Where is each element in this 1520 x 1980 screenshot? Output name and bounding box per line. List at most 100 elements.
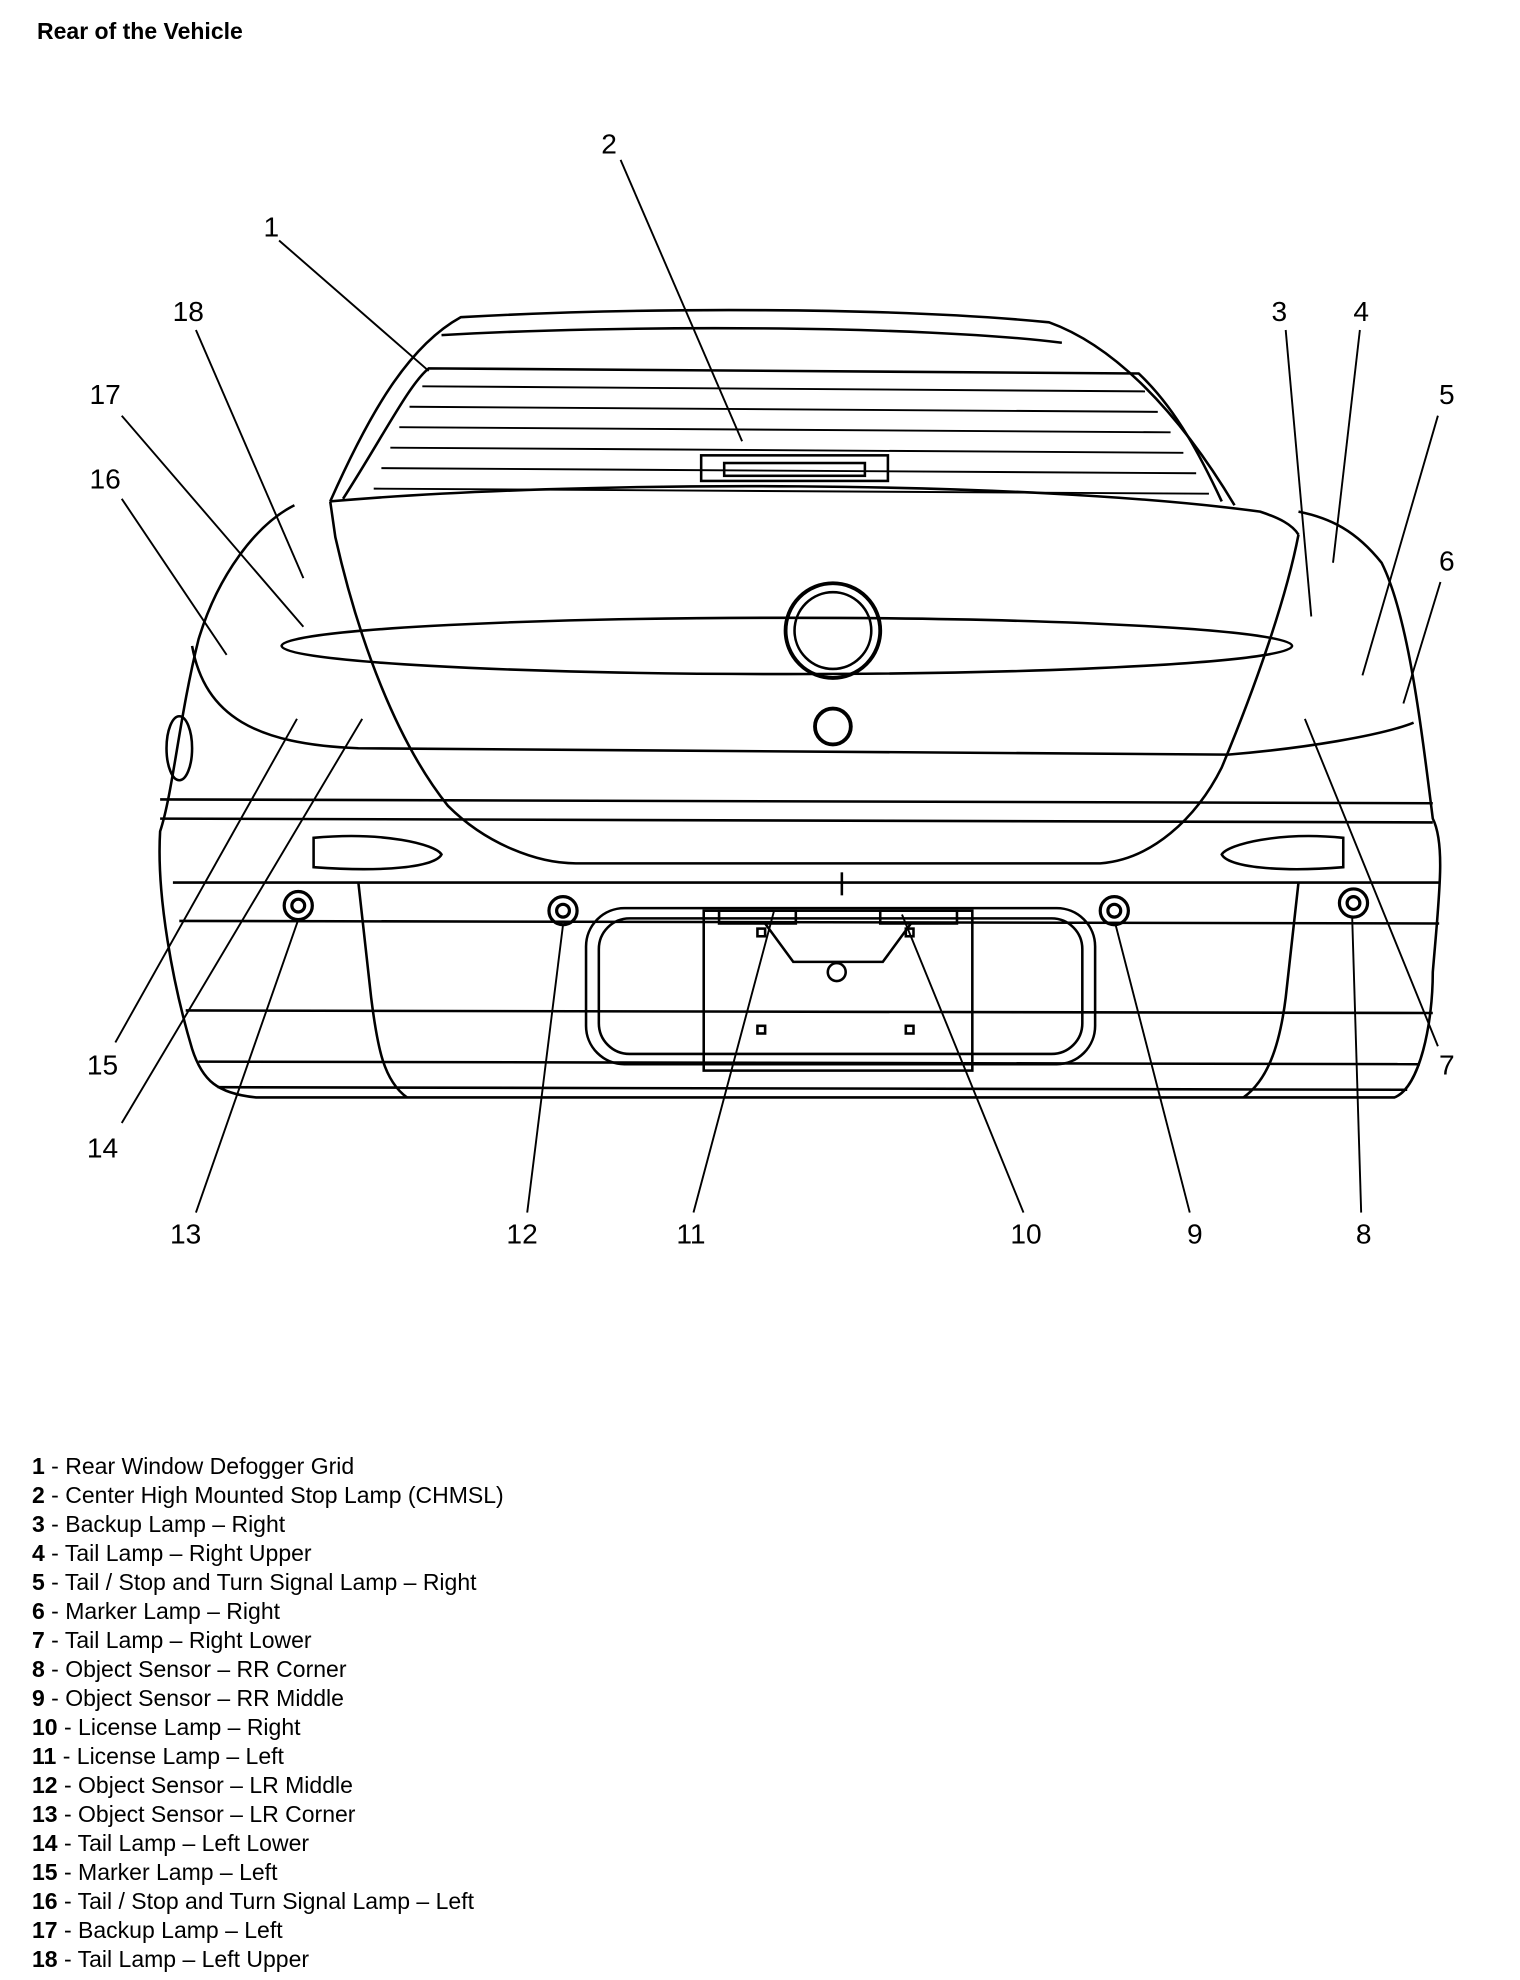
callout-9: 9 xyxy=(1187,1218,1203,1249)
legend-number: 2 xyxy=(32,1482,45,1508)
legend-text: Marker Lamp – Right xyxy=(65,1598,280,1624)
legend-number: 7 xyxy=(32,1627,45,1653)
legend-separator: - xyxy=(57,1888,78,1914)
callout-13: 13 xyxy=(170,1218,201,1249)
legend-separator: - xyxy=(44,1569,65,1595)
callout-10: 10 xyxy=(1010,1218,1041,1249)
legend-item: 10 - License Lamp – Right xyxy=(32,1713,504,1742)
legend-separator: - xyxy=(56,1743,77,1769)
legend-item: 16 - Tail / Stop and Turn Signal Lamp – … xyxy=(32,1887,504,1916)
legend-number: 12 xyxy=(32,1772,58,1798)
legend-text: Tail Lamp – Left Lower xyxy=(77,1830,310,1856)
legend-text: Center High Mounted Stop Lamp (CHMSL) xyxy=(65,1482,504,1508)
legend-number: 6 xyxy=(32,1598,45,1624)
callout-5: 5 xyxy=(1439,379,1455,410)
callout-4: 4 xyxy=(1353,296,1369,327)
legend-text: Tail / Stop and Turn Signal Lamp – Right xyxy=(64,1569,477,1595)
legend-text: Marker Lamp – Left xyxy=(78,1859,278,1885)
legend-number: 18 xyxy=(32,1946,58,1972)
defogger-grid xyxy=(373,385,1209,495)
legend-text: Rear Window Defogger Grid xyxy=(65,1453,355,1479)
legend-separator: - xyxy=(57,1830,78,1856)
legend-item: 18 - Tail Lamp – Left Upper xyxy=(32,1945,504,1974)
legend-item: 4 - Tail Lamp – Right Upper xyxy=(32,1539,504,1568)
legend-item: 17 - Backup Lamp – Left xyxy=(32,1916,504,1945)
callout-15: 15 xyxy=(87,1049,118,1080)
legend-text: Tail Lamp – Left Upper xyxy=(77,1946,310,1972)
legend-item: 6 - Marker Lamp – Right xyxy=(32,1597,504,1626)
legend-number: 3 xyxy=(32,1511,45,1537)
legend-text: Object Sensor – RR Corner xyxy=(65,1656,347,1682)
legend-separator: - xyxy=(44,1627,65,1653)
callout-12: 12 xyxy=(506,1218,537,1249)
license-plate-recess xyxy=(584,906,1097,1066)
legend-number: 14 xyxy=(32,1830,58,1856)
callout-labels: 1 2 3 4 5 6 7 8 9 10 11 12 13 14 15 16 1… xyxy=(87,128,1455,1249)
legend-number: 8 xyxy=(32,1656,45,1682)
legend-separator: - xyxy=(44,1453,66,1479)
legend-separator: - xyxy=(57,1917,79,1943)
callout-11: 11 xyxy=(676,1218,705,1249)
legend-number: 4 xyxy=(32,1540,45,1566)
object-sensor xyxy=(1337,887,1370,919)
legend-number: 1 xyxy=(32,1453,45,1479)
callout-17: 17 xyxy=(89,379,120,410)
legend-separator: - xyxy=(57,1772,79,1798)
callout-16: 16 xyxy=(89,464,120,495)
legend-item: 7 - Tail Lamp – Right Lower xyxy=(32,1626,504,1655)
callout-2: 2 xyxy=(601,128,617,159)
callout-8: 8 xyxy=(1356,1218,1372,1249)
legend-number: 5 xyxy=(32,1569,45,1595)
legend-number: 15 xyxy=(32,1859,58,1885)
legend-separator: - xyxy=(44,1540,65,1566)
callout-1: 1 xyxy=(264,212,280,243)
legend-item: 11 - License Lamp – Left xyxy=(32,1742,504,1771)
legend-number: 10 xyxy=(32,1714,58,1740)
legend-text: Object Sensor – LR Middle xyxy=(78,1772,353,1798)
callout-14: 14 xyxy=(87,1133,118,1164)
page-title: Rear of the Vehicle xyxy=(37,18,243,44)
legend-separator: - xyxy=(44,1598,66,1624)
legend-item: 14 - Tail Lamp – Left Lower xyxy=(32,1829,504,1858)
legend-text: Tail Lamp – Right Upper xyxy=(64,1540,312,1566)
object-sensor xyxy=(1098,895,1130,927)
object-sensor xyxy=(282,889,314,922)
legend-item: 2 - Center High Mounted Stop Lamp (CHMSL… xyxy=(32,1481,504,1510)
callout-6: 6 xyxy=(1439,545,1455,576)
legend-separator: - xyxy=(44,1685,66,1711)
legend-item: 5 - Tail / Stop and Turn Signal Lamp – R… xyxy=(32,1568,504,1597)
lock-cylinder xyxy=(813,706,853,747)
legend-text: Tail / Stop and Turn Signal Lamp – Left xyxy=(77,1888,474,1914)
legend-number: 9 xyxy=(32,1685,45,1711)
legend-item: 13 - Object Sensor – LR Corner xyxy=(32,1800,504,1829)
legend-number: 13 xyxy=(32,1801,58,1827)
chmsl xyxy=(699,454,890,483)
legend-number: 17 xyxy=(32,1917,58,1943)
leader-lines xyxy=(114,159,1442,1213)
legend-separator: - xyxy=(57,1859,79,1885)
legend-text: Backup Lamp – Left xyxy=(78,1917,283,1943)
legend-separator: - xyxy=(57,1801,79,1827)
vehicle-drawing xyxy=(158,308,1442,1099)
callout-3: 3 xyxy=(1271,296,1287,327)
legend-separator: - xyxy=(44,1656,66,1682)
license-plate xyxy=(702,909,974,1072)
legend-text: Object Sensor – RR Middle xyxy=(65,1685,344,1711)
legend-number: 16 xyxy=(32,1888,58,1914)
legend-item: 1 - Rear Window Defogger Grid xyxy=(32,1452,504,1481)
legend-separator: - xyxy=(44,1511,66,1537)
legend-number: 11 xyxy=(32,1743,57,1769)
emblem xyxy=(783,581,883,680)
legend-text: Object Sensor – LR Corner xyxy=(78,1801,356,1827)
callout-7: 7 xyxy=(1439,1049,1455,1080)
legend-text: Tail Lamp – Right Lower xyxy=(64,1627,312,1653)
legend-separator: - xyxy=(57,1946,78,1972)
callout-18: 18 xyxy=(173,296,204,327)
legend-item: 12 - Object Sensor – LR Middle xyxy=(32,1771,504,1800)
legend-text: Backup Lamp – Right xyxy=(65,1511,286,1537)
legend-item: 8 - Object Sensor – RR Corner xyxy=(32,1655,504,1684)
legend-item: 9 - Object Sensor – RR Middle xyxy=(32,1684,504,1713)
legend-text: License Lamp – Right xyxy=(78,1714,301,1740)
